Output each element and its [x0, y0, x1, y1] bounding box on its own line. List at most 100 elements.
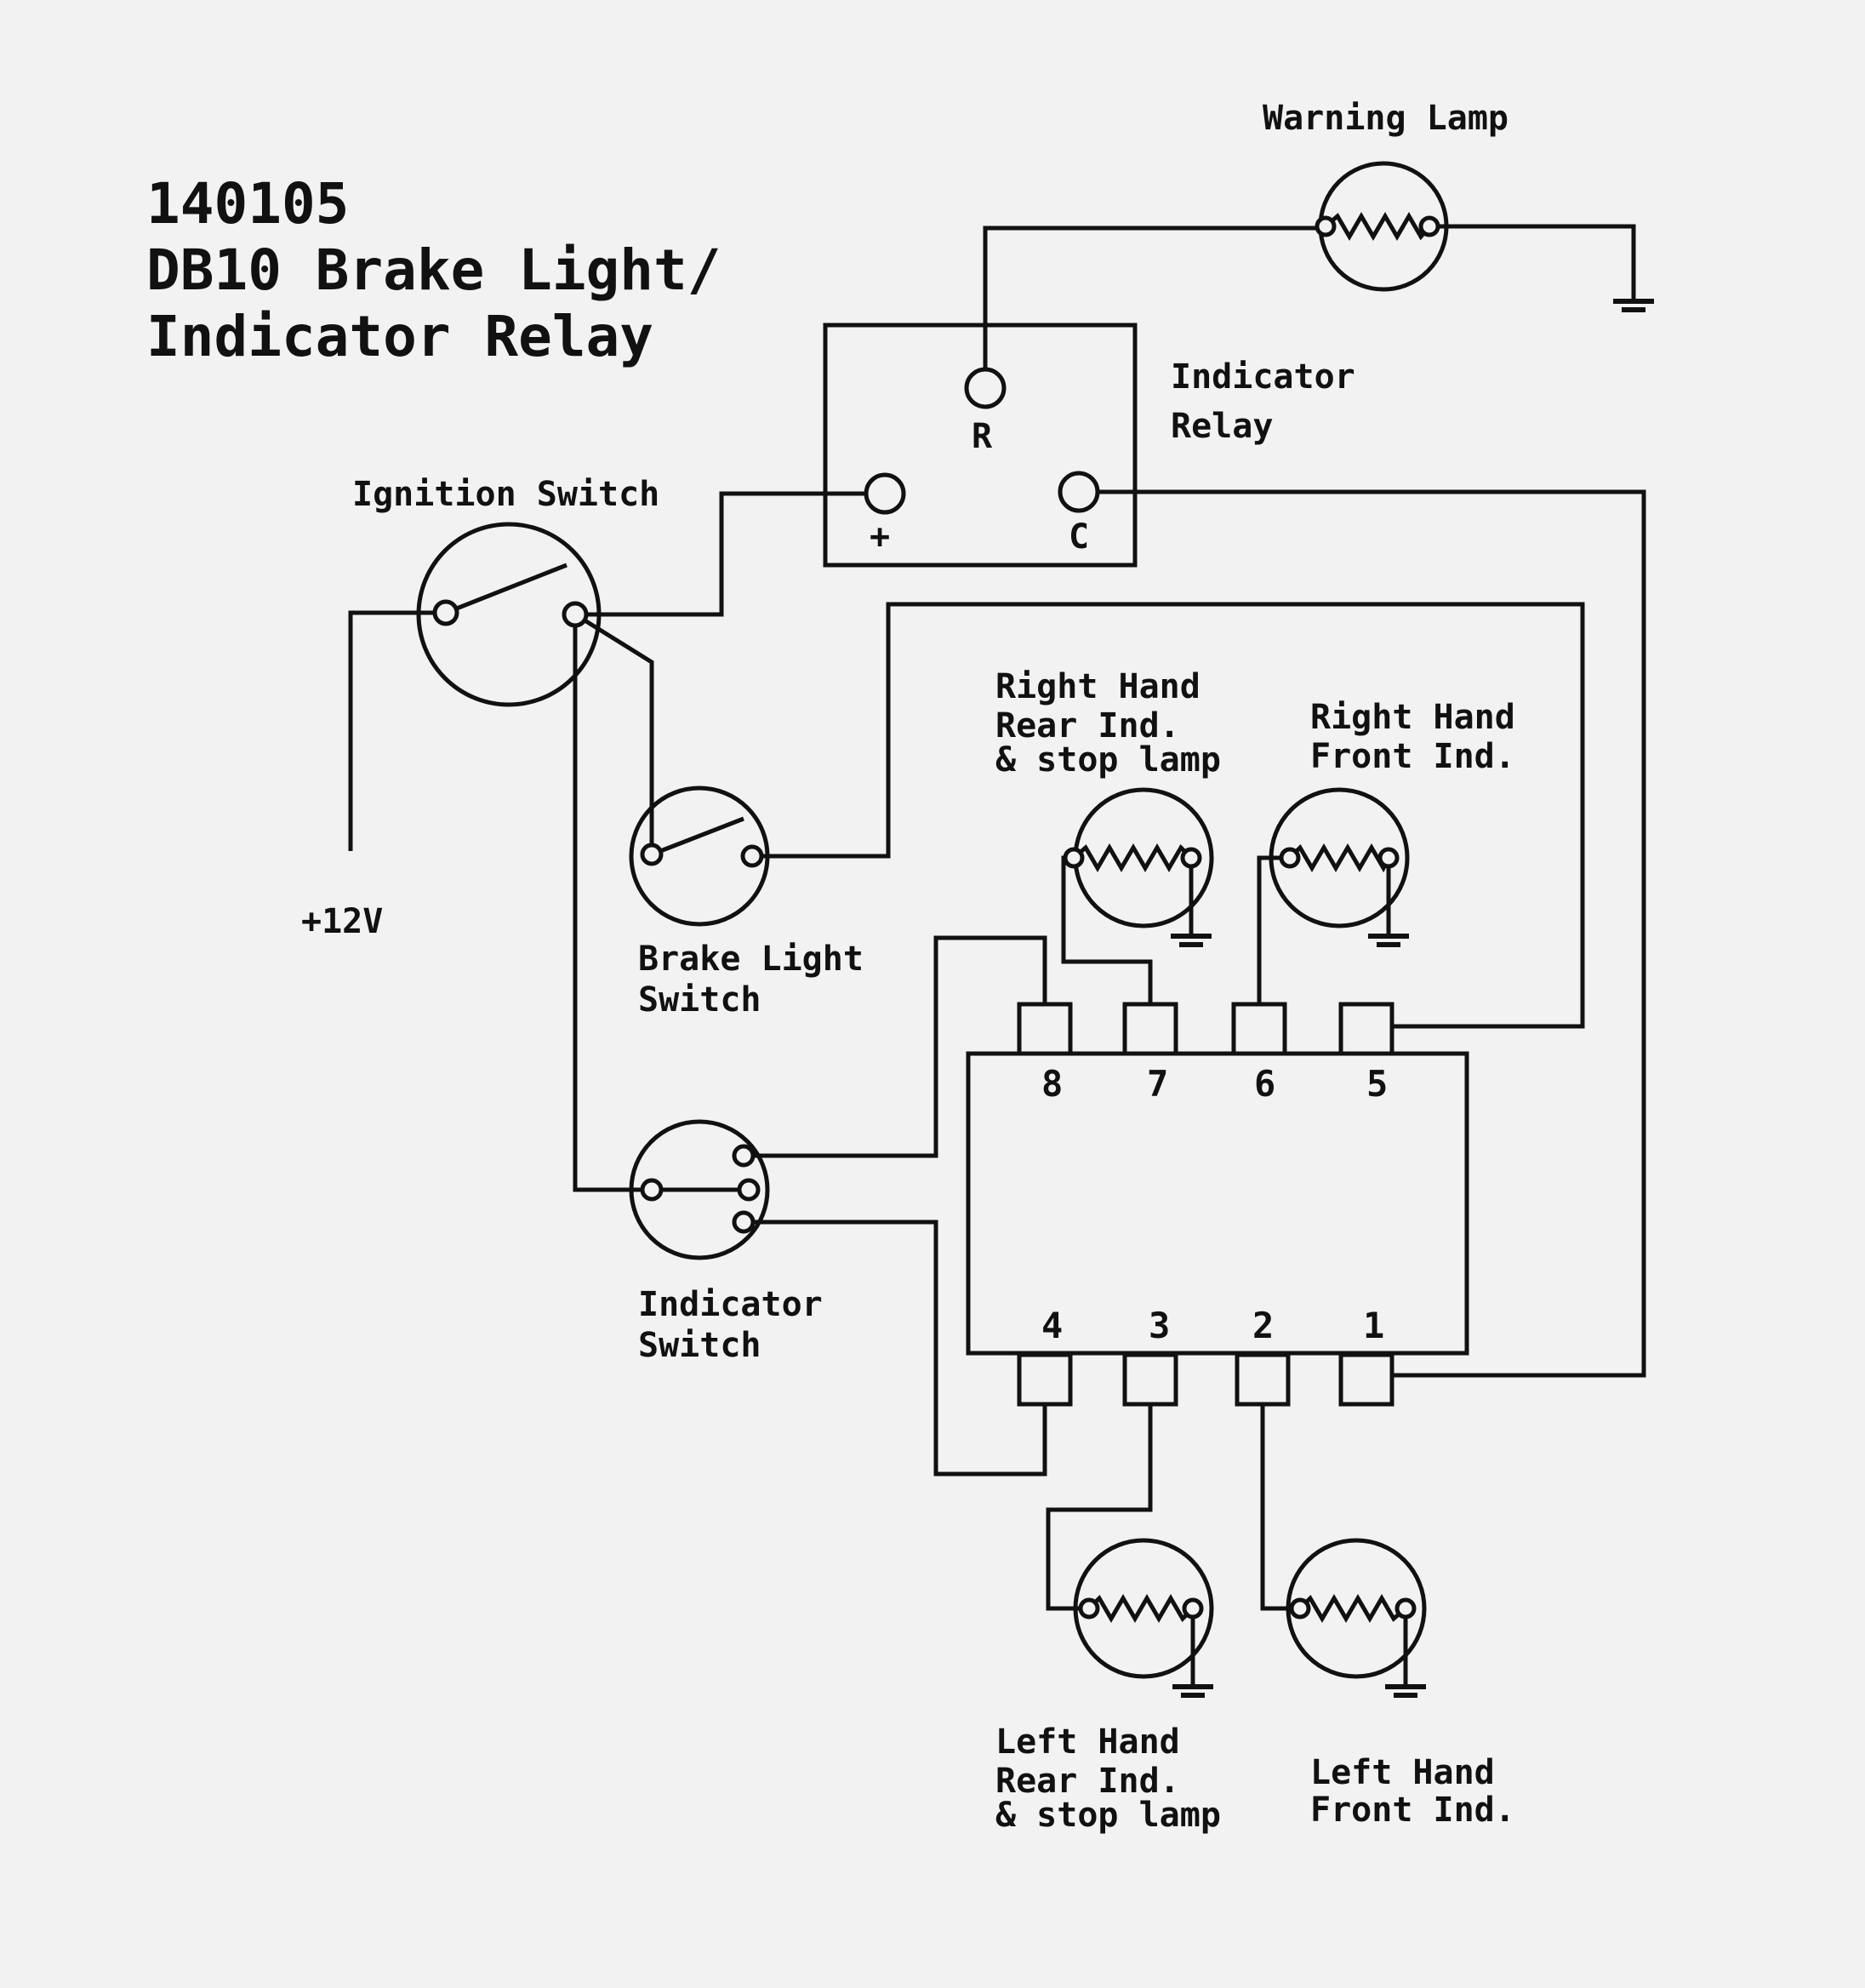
lh-rear-ground-icon [1172, 1684, 1213, 1698]
lh-front-lamp-terminal-b [1394, 1597, 1417, 1620]
lh-rear-lamp-filament-icon [1087, 1594, 1195, 1623]
title-line-2: DB10 Brake Light/ [146, 237, 721, 303]
relay-r-label: R [972, 417, 993, 456]
wire-ignition-to-relay [575, 491, 885, 617]
pin-5-label: 5 [1366, 1063, 1388, 1105]
lh-front-lamp: Left Hand Front Ind. [1286, 1538, 1515, 1830]
pin-3-label: 3 [1149, 1305, 1170, 1346]
lh-front-lamp-bulb-icon [1286, 1538, 1427, 1679]
ignition-switch: Ignition Switch [352, 475, 659, 707]
flasher-module-box [966, 1051, 1469, 1356]
indicator-switch: Indicator Switch [629, 1119, 823, 1365]
wire-warning-lamp-to-ground [1429, 224, 1636, 300]
module-pin-4 [1017, 1352, 1073, 1407]
indicator-relay-label-line-2: Relay [1171, 407, 1273, 446]
wire-indicator-switch-to-pin-8 [744, 935, 1047, 1158]
wire-indicator-switch-to-pin-4 [744, 1220, 1047, 1477]
pin-2-label: 2 [1252, 1305, 1274, 1346]
ignition-switch-terminal-out [562, 601, 589, 628]
module-pin-5 [1338, 1002, 1394, 1056]
relay-plus-label: + [870, 517, 890, 557]
indicator-switch-terminal-left [732, 1210, 756, 1234]
relay-terminal-plus [864, 472, 906, 515]
ignition-switch-contact-icon [445, 563, 567, 615]
lh-front-label-line-1: Left Hand [1310, 1753, 1495, 1792]
ignition-switch-label: Ignition Switch [352, 475, 659, 514]
module-pin-1 [1338, 1352, 1394, 1407]
relay-terminal-r [964, 367, 1007, 409]
lh-rear-lamp-terminal-a [1078, 1597, 1100, 1620]
rh-front-lamp-terminal-b [1377, 847, 1400, 869]
lh-front-lamp-filament-icon [1298, 1594, 1407, 1623]
brake-light-switch: Brake Light Switch [629, 785, 864, 1020]
module-pin-8 [1017, 1002, 1073, 1056]
pin-6-label: 6 [1254, 1063, 1275, 1105]
rh-rear-ground-icon [1171, 934, 1212, 947]
rh-front-ground-icon [1368, 934, 1409, 947]
indicator-relay: R + C Indicator Relay [823, 323, 1355, 568]
module-pin-6 [1231, 1002, 1287, 1056]
pin-4-label: 4 [1041, 1305, 1063, 1346]
lh-rear-lamp-terminal-b [1182, 1597, 1204, 1620]
brake-light-switch-label-line-1: Brake Light [638, 940, 864, 979]
wire-pin-3-to-lh-rear [1046, 1406, 1153, 1611]
wire-supply [348, 610, 446, 851]
lh-rear-lamp: Left Hand Rear Ind. & stop lamp [995, 1538, 1221, 1835]
rh-rear-label-line-3: & stop lamp [995, 740, 1221, 780]
brake-light-switch-body-icon [629, 785, 770, 927]
warning-lamp-terminal-a [1315, 215, 1337, 237]
wires [348, 224, 1646, 1685]
title-part-number: 140105 [146, 171, 349, 237]
wire-relay-r-to-warning-lamp [983, 226, 1326, 388]
pin-1-label: 1 [1363, 1305, 1384, 1346]
warning-lamp-label: Warning Lamp [1263, 99, 1509, 138]
rh-rear-label-line-2: Rear Ind. [995, 706, 1180, 746]
rh-rear-label-line-1: Right Hand [995, 667, 1201, 706]
wire-ignition-to-indicator-switch [573, 614, 652, 1192]
lh-rear-label-line-2: Rear Ind. [995, 1762, 1180, 1801]
pin-7-label: 7 [1147, 1063, 1168, 1105]
warning-lamp: Warning Lamp [1263, 99, 1509, 292]
warning-lamp-ground-icon [1613, 299, 1654, 312]
lh-rear-label-line-1: Left Hand [995, 1722, 1180, 1762]
lh-front-label-line-2: Front Ind. [1310, 1791, 1515, 1830]
indicator-switch-terminal-common [640, 1178, 664, 1202]
rh-front-lamp-bulb-icon [1269, 787, 1410, 928]
lh-front-lamp-terminal-a [1289, 1597, 1311, 1620]
rh-front-lamp-terminal-a [1279, 847, 1301, 869]
indicator-switch-label-line-1: Indicator [638, 1285, 823, 1324]
brake-light-switch-terminal-in [640, 843, 664, 866]
module-pin-7 [1122, 1002, 1178, 1056]
relay-terminal-c [1058, 471, 1100, 513]
indicator-relay-box [823, 323, 1138, 568]
indicator-switch-terminal-off [737, 1178, 761, 1202]
wire-pin-7-to-rh-rear [1061, 855, 1153, 1004]
supply-voltage-label: +12V [301, 902, 383, 941]
rh-rear-lamp-terminal-b [1180, 847, 1202, 869]
relay-c-label: C [1069, 517, 1089, 557]
diagram-title: 140105 DB10 Brake Light/ Indicator Relay [146, 171, 721, 369]
lh-rear-label-line-3: & stop lamp [995, 1796, 1221, 1835]
rh-front-label-line-2: Front Ind. [1310, 737, 1515, 776]
module-pin-3 [1122, 1352, 1178, 1407]
wire-relay-c-to-pin-1 [1079, 489, 1646, 1378]
indicator-switch-body-icon [629, 1119, 770, 1260]
module-pin-2 [1235, 1352, 1291, 1407]
lh-rear-lamp-bulb-icon [1073, 1538, 1214, 1679]
warning-lamp-filament-icon [1324, 212, 1431, 241]
title-line-3: Indicator Relay [146, 304, 653, 369]
ignition-switch-terminal-in [432, 599, 459, 626]
brake-light-switch-terminal-out [740, 844, 764, 868]
wire-ignition-to-brake-switch [573, 612, 654, 854]
rh-rear-lamp: Right Hand Rear Ind. & stop lamp [995, 667, 1221, 928]
pin-8-label: 8 [1041, 1063, 1063, 1105]
wire-brake-switch-to-pin-5 [752, 602, 1585, 1029]
indicator-switch-label-line-2: Switch [638, 1326, 761, 1365]
ignition-switch-body-icon [416, 522, 602, 707]
flasher-module: 8 7 6 5 4 3 2 1 [966, 1002, 1469, 1407]
brake-light-switch-contact-icon [651, 816, 744, 857]
rh-front-label-line-1: Right Hand [1310, 698, 1515, 737]
indicator-switch-terminal-right [732, 1144, 756, 1168]
warning-lamp-terminal-b [1418, 215, 1440, 237]
